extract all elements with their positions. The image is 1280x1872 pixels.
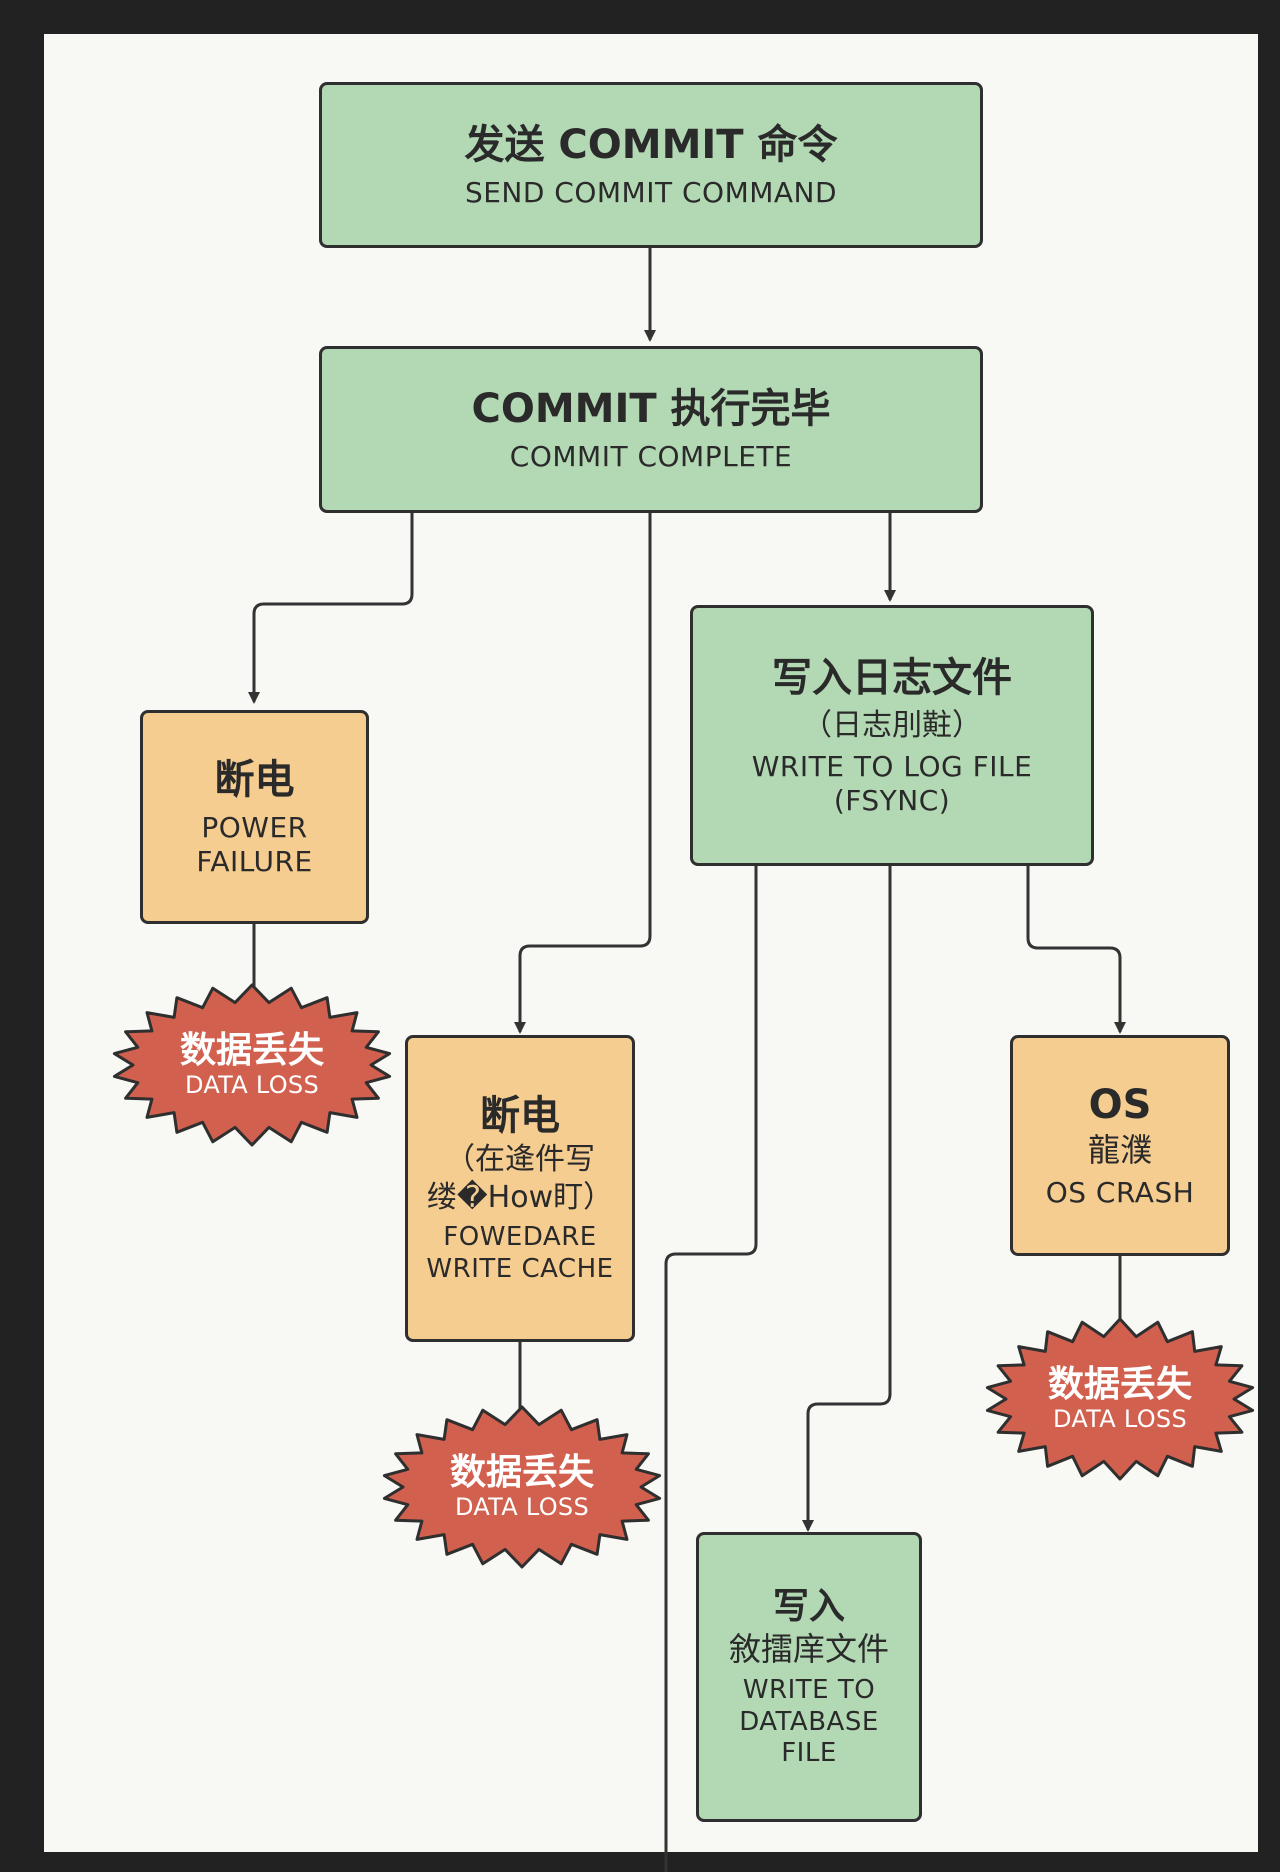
node-commit-complete: COMMIT 执行完毕 COMMIT COMPLETE <box>319 346 983 513</box>
node-hw-cache-zh-sub2: 缕�How盯） <box>426 1179 614 1215</box>
node-power-failure-en2: FAILURE <box>196 845 313 878</box>
node-write-db-en3: FILE <box>781 1738 837 1769</box>
node-send-commit-en: SEND COMMIT COMMAND <box>464 175 838 209</box>
node-os-crash-en: OS CRASH <box>1045 1176 1195 1210</box>
node-power-failure-en1: POWER <box>201 810 308 844</box>
data-loss-zh: 数据丢失 <box>179 1029 324 1071</box>
node-write-log-zh: 写入日志文件 <box>772 654 1012 701</box>
node-write-log-zh-sub: （日志刖黈） <box>802 707 982 743</box>
node-power-failure-zh: 断电 <box>214 756 295 803</box>
starburst-polygon <box>985 1317 1255 1481</box>
arrow-complete-to-power-failure <box>248 513 414 704</box>
arrow-log-to-db-file <box>802 866 892 1532</box>
node-write-db-zh1: 写入 <box>772 1585 845 1627</box>
node-write-db-en2: DATABASE <box>739 1706 879 1737</box>
node-write-db-zh2: 敘擂庠文件 <box>728 1629 889 1668</box>
arrow-complete-to-hw-cache <box>514 513 652 1034</box>
data-loss-en: DATA LOSS <box>454 1493 590 1522</box>
data-loss-burst-os: 数据丢失 DATA LOSS <box>983 1316 1257 1482</box>
node-hw-cache-en2: WRITE CACHE <box>426 1254 614 1284</box>
node-power-failure: 断电 POWER FAILURE <box>140 710 369 924</box>
data-loss-starburst-shape <box>382 1405 662 1569</box>
node-hw-cache-zh: 断电 <box>480 1093 560 1140</box>
node-hw-cache-zh-sub1: （在逄件写 <box>445 1142 595 1178</box>
node-hw-cache-en1: FOWEDARE <box>443 1222 597 1253</box>
data-loss-zh: 数据丢失 <box>449 1451 594 1493</box>
node-os-crash-zh1: OS <box>1088 1082 1152 1129</box>
data-loss-burst-power: 数据丢失 DATA LOSS <box>110 982 394 1148</box>
node-commit-complete-zh: COMMIT 执行完毕 <box>471 386 831 433</box>
node-commit-complete-en: COMMIT COMPLETE <box>509 440 793 474</box>
node-write-db-file: 写入 敘擂庠文件 WRITE TO DATABASE FILE <box>696 1532 922 1822</box>
data-loss-starburst-shape <box>112 983 392 1147</box>
node-hw-write-cache-failure: 断电 （在逄件写 缕�How盯） FOWEDARE WRITE CACHE <box>405 1035 635 1342</box>
data-loss-starburst-shape <box>985 1317 1255 1481</box>
node-write-log-en-sub: (FSYNC) <box>833 784 951 818</box>
node-write-log-file: 写入日志文件 （日志刖黈） WRITE TO LOG FILE (FSYNC) <box>690 605 1094 866</box>
starburst-polygon <box>112 983 392 1147</box>
data-loss-en: DATA LOSS <box>184 1071 320 1100</box>
node-os-crash-zh2: 龍濮 <box>1087 1131 1152 1170</box>
node-write-db-en1: WRITE TO <box>742 1674 876 1705</box>
data-loss-en: DATA LOSS <box>1052 1405 1188 1434</box>
node-write-log-en: WRITE TO LOG FILE <box>751 750 1033 784</box>
data-loss-burst-cache: 数据丢失 DATA LOSS <box>380 1404 664 1570</box>
node-send-commit: 发送 COMMIT 命令 SEND COMMIT COMMAND <box>319 82 983 248</box>
starburst-polygon <box>382 1405 662 1569</box>
line-log-down-left <box>664 866 758 1872</box>
arrow-log-to-os-crash <box>1026 866 1126 1034</box>
data-loss-zh: 数据丢失 <box>1047 1363 1192 1405</box>
node-send-commit-zh: 发送 COMMIT 命令 <box>464 121 838 168</box>
node-os-crash: OS 龍濮 OS CRASH <box>1010 1035 1230 1256</box>
